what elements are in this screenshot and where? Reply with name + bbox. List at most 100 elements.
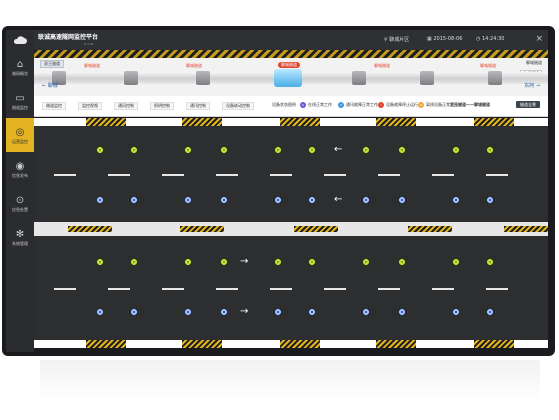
hazard-stripe	[376, 340, 416, 348]
pulse-icon: ◎	[15, 126, 25, 138]
lamp-device-icon[interactable]	[184, 196, 192, 204]
route-label: 双王隧道——聊城隧道	[450, 102, 490, 107]
fan-device-icon[interactable]	[362, 146, 370, 154]
sidebar-item-info[interactable]: ◉ 信息发布	[12, 160, 28, 178]
tab-video[interactable]: 监控视频	[78, 102, 102, 110]
hazard-stripe	[182, 340, 222, 348]
lamp-device-icon[interactable]	[274, 196, 282, 204]
lamp-device-icon[interactable]	[398, 196, 406, 204]
tab-tunnel-monitor[interactable]: 隧道监控	[42, 102, 66, 110]
lane-marking	[486, 288, 508, 290]
settings-icon: ✻	[15, 228, 25, 240]
hazard-stripe	[86, 340, 126, 348]
status-dot-icon: T	[338, 102, 344, 108]
tunnel-segment[interactable]	[196, 71, 210, 85]
fan-device-icon[interactable]	[452, 146, 460, 154]
lamp-device-icon[interactable]	[274, 308, 282, 316]
location-pin-icon: ⚲	[384, 37, 388, 43]
lamp-device-icon[interactable]	[220, 308, 228, 316]
fan-device-icon[interactable]	[130, 258, 138, 266]
hazard-stripe	[294, 226, 338, 232]
sidebar-item-tunnel[interactable]: ▭ 隧道监控	[12, 92, 28, 110]
lane-marking	[54, 288, 76, 290]
lane-marking	[108, 174, 130, 176]
direction-right: 东阿 →	[524, 83, 540, 89]
lamp-device-icon[interactable]	[130, 308, 138, 316]
fan-device-icon[interactable]	[96, 258, 104, 266]
fan-device-icon[interactable]	[308, 258, 316, 266]
tunnel-segment[interactable]	[124, 71, 138, 85]
lamp-device-icon[interactable]	[308, 196, 316, 204]
lamp-device-icon[interactable]	[362, 308, 370, 316]
tunnel-label[interactable]: 聊城隧道	[84, 63, 100, 68]
hazard-stripe	[180, 226, 224, 232]
lamp-device-icon[interactable]	[184, 308, 192, 316]
tunnel-label[interactable]: 聊城隧道	[186, 63, 202, 68]
tunnel-segment[interactable]	[488, 71, 502, 85]
tunnel-segment[interactable]	[52, 71, 66, 85]
fan-device-icon[interactable]	[184, 146, 192, 154]
fan-device-icon[interactable]	[274, 258, 282, 266]
status-dot-icon: S	[300, 102, 306, 108]
lane-marking	[270, 174, 292, 176]
lamp-device-icon[interactable]	[486, 308, 494, 316]
panorama-button[interactable]: 隧道全景	[516, 101, 540, 108]
lamp-device-icon[interactable]	[398, 308, 406, 316]
hazard-stripe	[474, 340, 514, 348]
tunnel-right-label: 聊城隧道	[526, 60, 542, 65]
lane-marking	[324, 174, 346, 176]
close-icon[interactable]: ×	[535, 34, 543, 44]
fan-device-icon[interactable]	[398, 258, 406, 266]
fan-device-icon[interactable]	[130, 146, 138, 154]
fan-device-icon[interactable]	[274, 146, 282, 154]
legend-offline: O 离线设备正常工作	[418, 102, 458, 108]
tab-linkage[interactable]: 设备联动控制	[222, 102, 254, 110]
sidebar-item-system[interactable]: ✻ 系统管理	[12, 228, 28, 246]
fan-device-icon[interactable]	[96, 146, 104, 154]
tunnel-label[interactable]: 聊城隧道	[480, 63, 496, 68]
fan-device-icon[interactable]	[452, 258, 460, 266]
fan-device-icon[interactable]	[398, 146, 406, 154]
active-tunnel-tag[interactable]: 聊城隧道	[278, 62, 300, 68]
fan-device-icon[interactable]	[220, 258, 228, 266]
tunnel-label[interactable]: 聊城隧道	[374, 63, 390, 68]
tunnel-segment[interactable]	[420, 71, 434, 85]
tunnel-segment[interactable]	[352, 71, 366, 85]
tunnel-segment-active[interactable]	[274, 69, 302, 87]
tab-ventilation[interactable]: 通风控制	[114, 102, 138, 110]
lamp-device-icon[interactable]	[308, 308, 316, 316]
fan-device-icon[interactable]	[184, 258, 192, 266]
tab-lighting[interactable]: 照明控制	[150, 102, 174, 110]
legend-device-fault: ! 设备故障停止运行	[378, 102, 418, 108]
home-icon: ⌂	[16, 58, 24, 70]
sidebar-item-emergency[interactable]: ⊙ 应急处置	[12, 194, 28, 212]
lamp-device-icon[interactable]	[220, 196, 228, 204]
sidebar-item-operation[interactable]: ◎ 运营监控	[6, 118, 34, 152]
top-guardrail	[34, 118, 548, 126]
fan-device-icon[interactable]	[362, 258, 370, 266]
lamp-device-icon[interactable]	[452, 308, 460, 316]
tab-communication[interactable]: 通讯控制	[186, 102, 210, 110]
fan-device-icon[interactable]	[220, 146, 228, 154]
location[interactable]: ⚲ 聊城片区	[384, 37, 410, 43]
lamp-device-icon[interactable]	[486, 196, 494, 204]
fan-device-icon[interactable]	[486, 146, 494, 154]
fan-device-icon[interactable]	[308, 146, 316, 154]
hazard-stripe	[182, 118, 222, 126]
clock-icon: ◷	[476, 36, 481, 42]
fan-device-icon[interactable]	[486, 258, 494, 266]
sidebar-item-overview[interactable]: ⌂ 隧网概览	[12, 58, 28, 76]
tunnel-selector: 双王隧道 聊城隧道 全部切换 聊城隧道 聊城隧道 聊城隧道 聊城隧道 聊城隧道 …	[34, 58, 548, 97]
lane-marking	[432, 174, 454, 176]
lamp-device-icon[interactable]	[362, 196, 370, 204]
hazard-stripe	[408, 226, 452, 232]
monitor-icon: ▭	[15, 92, 25, 104]
lamp-device-icon[interactable]	[130, 196, 138, 204]
tunnel-switch-button[interactable]: 双王隧道	[40, 60, 64, 68]
lamp-device-icon[interactable]	[96, 196, 104, 204]
lane-marking	[162, 288, 184, 290]
hazard-stripe	[86, 118, 126, 126]
lamp-device-icon[interactable]	[452, 196, 460, 204]
lane-marking	[216, 288, 238, 290]
lamp-device-icon[interactable]	[96, 308, 104, 316]
